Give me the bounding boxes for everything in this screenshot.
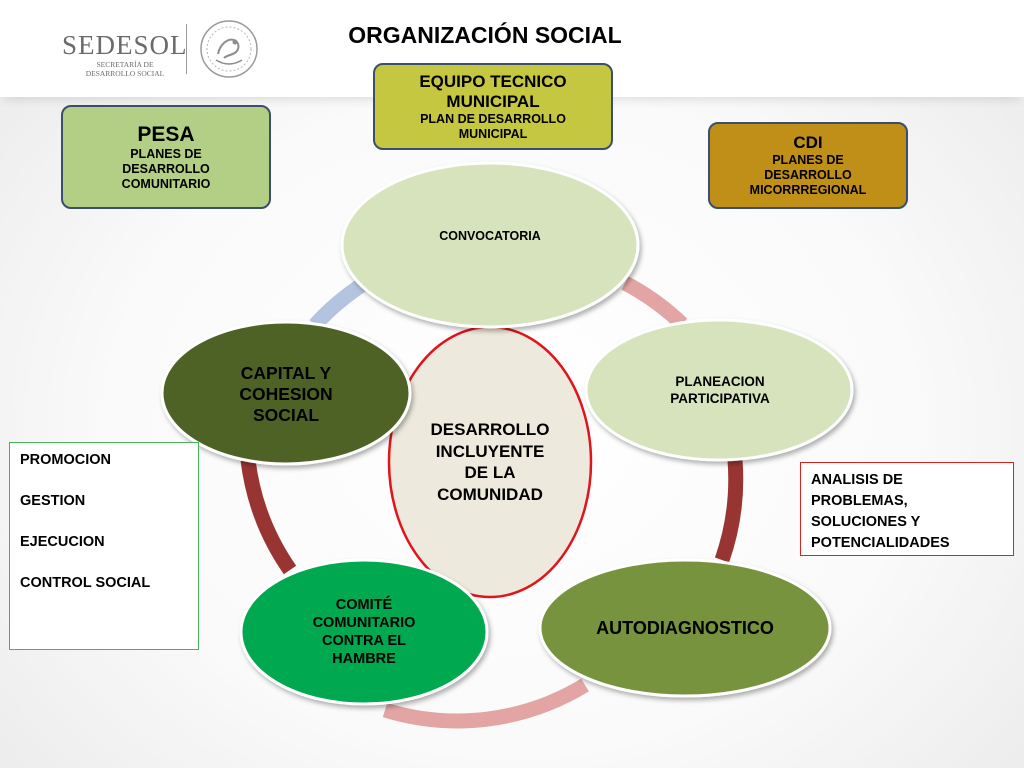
center-label-line: INCLUYENTE — [435, 441, 545, 461]
logo-subtitle-line: DESARROLLO SOCIAL — [85, 69, 165, 78]
pesa-title: PESA — [137, 122, 195, 146]
equipo-title: EQUIPO TECNICO — [419, 71, 567, 91]
cdi-subtitle: PLANES DE — [772, 153, 844, 167]
capital-label-line: COHESION — [239, 383, 333, 404]
arc-pink-lower — [382, 678, 589, 729]
center-label-line: DE LA — [464, 463, 516, 482]
center-label-line: COMUNIDAD — [437, 484, 543, 504]
arc-blue — [309, 276, 370, 331]
cdi-box: CDI PLANES DE DESARROLLO MICORRREGIONAL — [708, 122, 908, 209]
node-comite — [239, 558, 489, 706]
pesa-subtitle: DESARROLLO — [122, 161, 210, 176]
logo-subtitle: SECRETARÍA DE DESARROLLO SOCIAL — [80, 60, 170, 78]
analisis-line: SOLUCIONES Y — [811, 514, 921, 530]
planeacion-label-line: PARTICIPATIVA — [670, 391, 770, 406]
capital-label-line: CAPITAL Y — [240, 362, 332, 383]
list-item: CONTROL SOCIAL — [20, 575, 151, 591]
list-item: PROMOCION — [20, 452, 112, 468]
center-label: DESARROLLO INCLUYENTE DE LA COMUNIDAD — [400, 416, 580, 508]
analisis-box: ANALISIS DE PROBLEMAS, SOLUCIONES Y POTE… — [800, 462, 1014, 556]
actions-list-box: PROMOCION GESTION EJECUCION CONTROL SOCI… — [9, 442, 199, 650]
node-autodiagnostico — [538, 558, 832, 698]
center-label-line: DESARROLLO — [430, 420, 550, 439]
pesa-box: PESA PLANES DE DESARROLLO COMUNITARIO — [61, 105, 271, 209]
capital-label-line: SOCIAL — [252, 404, 320, 425]
cdi-title: CDI — [793, 133, 823, 152]
planeacion-label-line: PLANEACION — [675, 374, 765, 389]
node-planeacion — [584, 318, 854, 462]
equipo-title: MUNICIPAL — [446, 91, 540, 111]
pesa-subtitle: COMUNITARIO — [121, 176, 211, 191]
analisis-line: ANALISIS DE — [811, 472, 903, 488]
comite-label-line: COMITÉ — [335, 597, 393, 613]
arc-pink-upper — [621, 276, 688, 330]
arc-red-left — [240, 459, 297, 575]
page-title: ORGANIZACIÓN SOCIAL — [348, 22, 622, 48]
comite-label-line: CONTRA EL — [321, 633, 407, 649]
logo-wordmark: SEDESOL — [62, 30, 188, 60]
arc-red-right — [714, 459, 744, 563]
seal-icon — [200, 20, 258, 78]
logo-divider — [186, 24, 187, 74]
convocatoria-label: CONVOCATORIA — [439, 229, 541, 243]
logo-subtitle-line: SECRETARÍA DE — [96, 60, 154, 69]
list-item: GESTION — [20, 493, 86, 509]
equipo-subtitle: PLAN DE DESARROLLO — [420, 111, 566, 126]
autodiagnostico-label: AUTODIAGNOSTICO — [596, 617, 774, 638]
equipo-tecnico-box: EQUIPO TECNICO MUNICIPAL PLAN DE DESARRO… — [373, 63, 613, 150]
comite-label-line: HAMBRE — [332, 651, 396, 667]
sedesol-logo: SEDESOL SECRETARÍA DE DESARROLLO SOCIAL — [62, 18, 262, 80]
planeacion-label: PLANEACION PARTICIPATIVA — [610, 365, 830, 415]
analisis-line: PROBLEMAS, — [811, 493, 908, 509]
cdi-subtitle: MICORRREGIONAL — [749, 183, 867, 197]
list-item: EJECUCION — [20, 534, 105, 550]
node-capital — [160, 320, 412, 466]
cdi-subtitle: DESARROLLO — [764, 168, 852, 182]
node-convocatoria — [340, 161, 640, 329]
comite-label-line: COMUNITARIO — [312, 615, 416, 631]
capital-label: CAPITAL Y COHESION SOCIAL — [186, 360, 386, 428]
equipo-subtitle: MUNICIPAL — [458, 126, 528, 141]
analisis-line: POTENCIALIDADES — [811, 535, 950, 551]
pesa-subtitle: PLANES DE — [130, 146, 202, 161]
comite-label: COMITÉ COMUNITARIO CONTRA EL HAMBRE — [264, 594, 464, 670]
